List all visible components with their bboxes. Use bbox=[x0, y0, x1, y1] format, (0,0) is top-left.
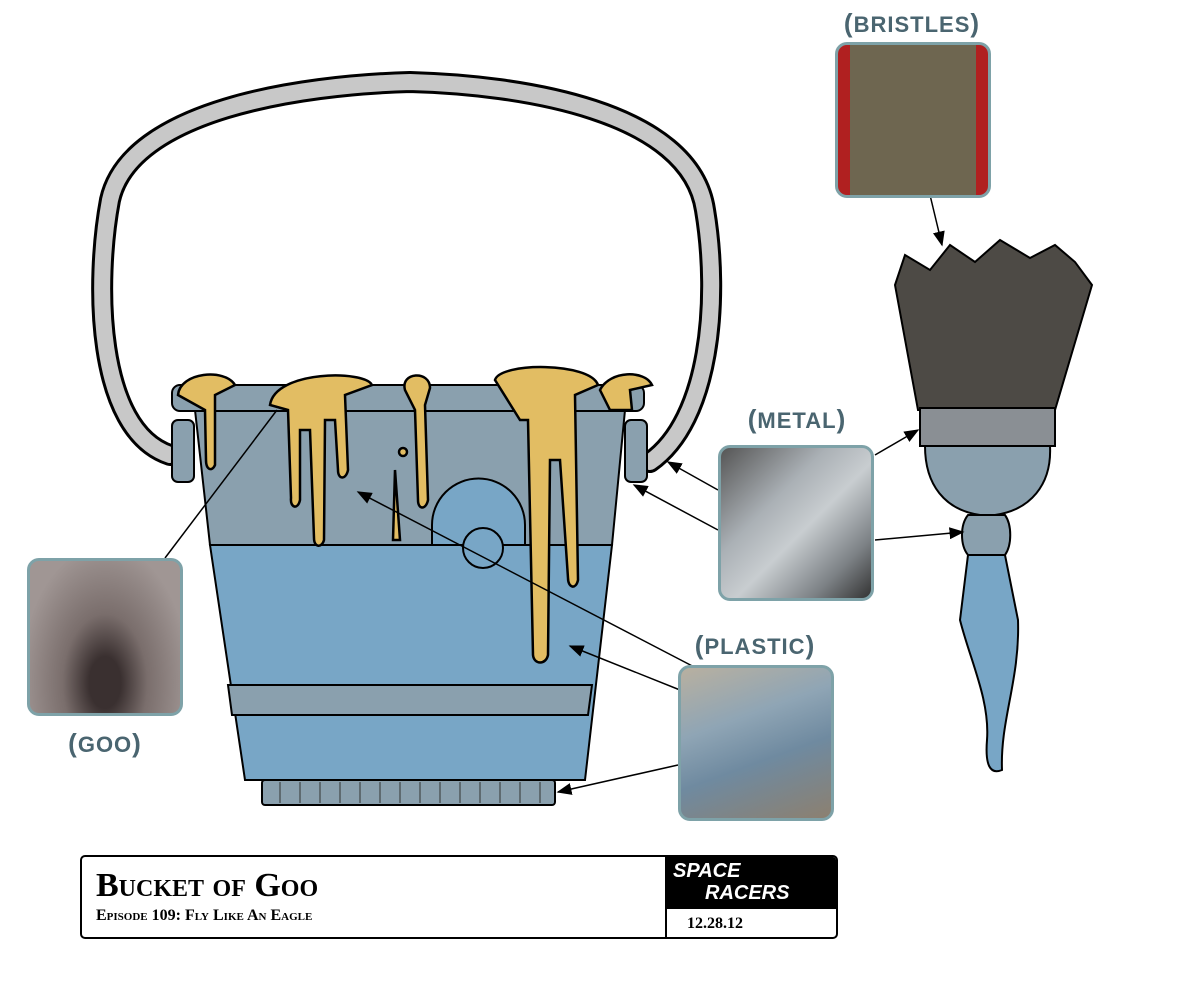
title-block-divider bbox=[665, 857, 667, 937]
bristles-label-text: BRISTLES bbox=[853, 12, 971, 37]
bucket bbox=[171, 384, 648, 806]
plastic-label-text: PLASTIC bbox=[704, 634, 806, 659]
plastic-label: (PLASTIC) bbox=[694, 630, 816, 660]
arrow-plastic-lower bbox=[568, 645, 681, 691]
arrow-plastic-upper bbox=[356, 491, 701, 671]
title-block: Bucket of Goo Episode 109: Fly Like An E… bbox=[80, 855, 838, 939]
bucket-hub-circle bbox=[462, 527, 504, 569]
space-racers-logo: SPACE RACERS bbox=[667, 857, 836, 909]
goo-photo bbox=[27, 558, 183, 716]
bucket-base bbox=[261, 779, 556, 806]
goo-drips bbox=[176, 365, 654, 664]
bucket-base-ridges bbox=[279, 782, 541, 803]
bucket-hub bbox=[431, 477, 526, 546]
logo-line-1: SPACE bbox=[673, 860, 741, 882]
arrow-metal-mount-2 bbox=[632, 484, 719, 531]
bucket-lower-body bbox=[208, 544, 614, 781]
leader-arrows bbox=[356, 194, 965, 795]
arrow-metal-ferrule bbox=[874, 429, 920, 456]
brush-bulb bbox=[923, 445, 1052, 516]
metal-label: (METAL) bbox=[747, 404, 847, 434]
logo-line-2: RACERS bbox=[705, 882, 790, 904]
metal-photo bbox=[718, 445, 874, 601]
bristles-label: (BRISTLES) bbox=[843, 8, 981, 38]
handle-mount-right bbox=[624, 419, 648, 483]
brush-bristles bbox=[893, 238, 1094, 411]
plastic-photo bbox=[678, 665, 834, 821]
arrow-metal-neck bbox=[874, 527, 965, 541]
goo-label-text: GOO bbox=[77, 732, 133, 757]
brush-handle bbox=[958, 554, 1020, 773]
bristles-photo bbox=[835, 42, 991, 198]
goo-label: (GOO) bbox=[68, 728, 142, 758]
brush-ferrule bbox=[919, 407, 1056, 447]
paintbrush bbox=[893, 238, 1094, 773]
goo-leader-line bbox=[164, 409, 278, 559]
bucket-handle-fill bbox=[94, 73, 720, 470]
date: 12.28.12 bbox=[687, 915, 743, 932]
bucket-stripe bbox=[226, 684, 594, 716]
arrow-metal-mount-1 bbox=[666, 461, 719, 491]
brush-neck bbox=[961, 514, 1012, 556]
handle-mount-left bbox=[171, 419, 195, 483]
arrow-plastic-base bbox=[556, 764, 679, 795]
episode-subtitle: Episode 109: Fly Like An Eagle bbox=[96, 907, 313, 924]
metal-label-text: METAL bbox=[757, 408, 837, 433]
arrow-bristles bbox=[929, 194, 945, 247]
diagram-title: Bucket of Goo bbox=[96, 867, 319, 904]
